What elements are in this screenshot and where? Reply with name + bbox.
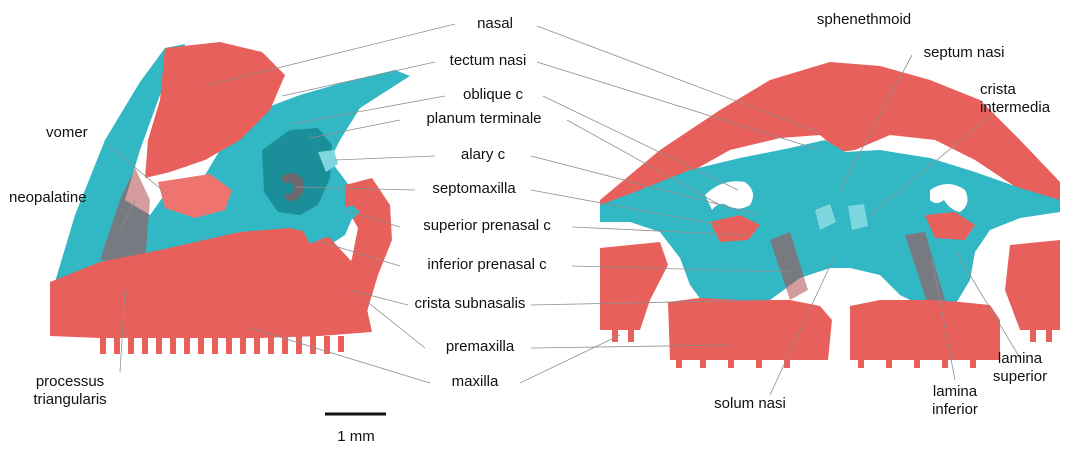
left-teeth	[100, 336, 344, 354]
label-oblique-c: oblique c	[463, 86, 523, 104]
right-left-premaxilla	[668, 298, 832, 360]
label-crista-intermedia: crista intermedia	[980, 81, 1050, 117]
label-inferior-prenasal-c: inferior prenasal c	[427, 256, 546, 274]
label-lamina-inferior: lamina inferior	[932, 383, 978, 419]
label-processus-triangularis: processus triangularis	[33, 373, 106, 409]
label-sphenethmoid: sphenethmoid	[817, 11, 911, 29]
label-crista-subnasalis: crista subnasalis	[415, 295, 526, 313]
right-right-premaxilla	[850, 300, 1000, 360]
label-lamina-superior: lamina superior	[993, 350, 1047, 386]
label-maxilla: maxilla	[452, 373, 499, 391]
right-left-maxilla	[600, 242, 668, 330]
right-right-maxilla	[1005, 240, 1060, 330]
label-solum-nasi: solum nasi	[714, 395, 786, 413]
label-tectum-nasi: tectum nasi	[450, 52, 527, 70]
label-nasal: nasal	[477, 15, 513, 33]
label-premaxilla: premaxilla	[446, 338, 514, 356]
scale-bar-label: 1 mm	[337, 428, 375, 446]
label-septomaxilla: septomaxilla	[432, 180, 515, 198]
label-vomer: vomer	[46, 124, 88, 142]
label-neopalatine: neopalatine	[9, 189, 87, 207]
label-planum-terminale: planum terminale	[426, 110, 541, 128]
lateral-view	[50, 42, 410, 354]
label-superior-prenasal-c: superior prenasal c	[423, 217, 551, 235]
label-alary-c: alary c	[461, 146, 505, 164]
label-septum-nasi: septum nasi	[924, 44, 1005, 62]
